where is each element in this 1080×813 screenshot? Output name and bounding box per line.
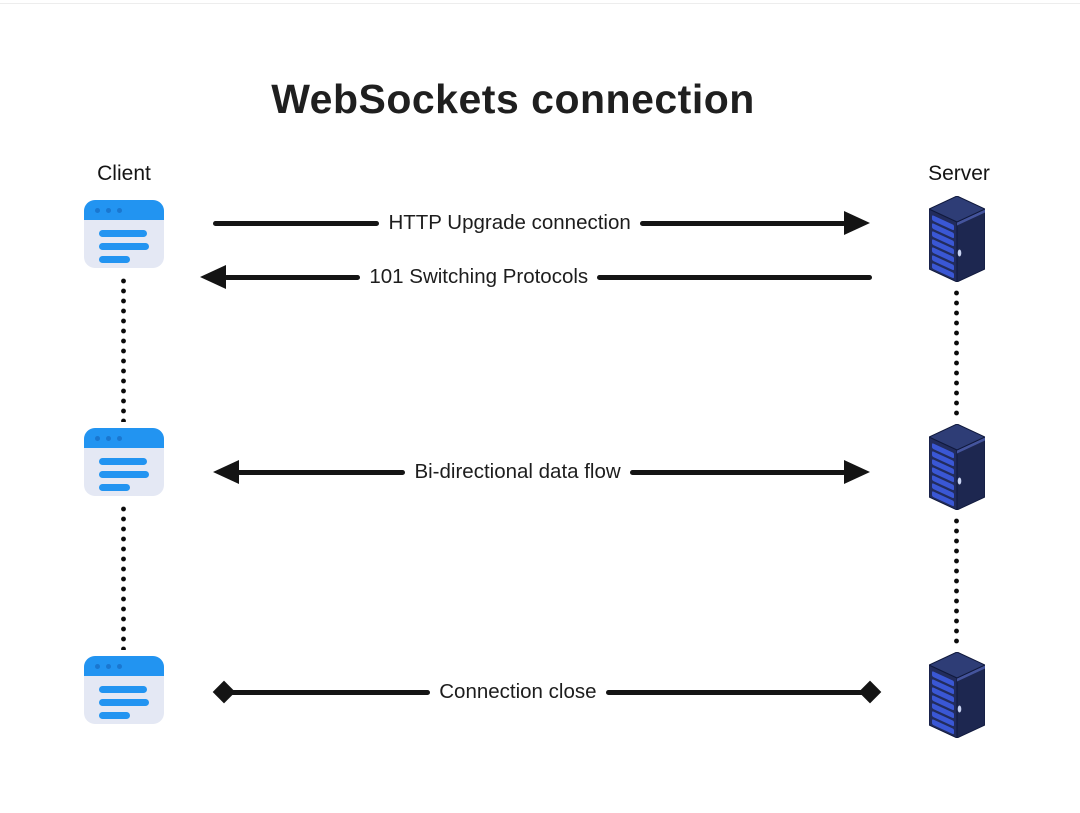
browser-titlebar — [84, 428, 164, 448]
client-lifeline-dotted-connector — [121, 276, 126, 422]
text-line-decoration — [99, 686, 147, 693]
arrowhead-left-icon — [213, 460, 239, 484]
arrowhead-right-icon — [844, 460, 870, 484]
arrow-line — [213, 220, 380, 226]
browser-titlebar — [84, 656, 164, 676]
diamond-endpoint-icon — [858, 680, 882, 704]
server-lifeline-dotted-connector — [954, 288, 959, 420]
message-bidirectional-arrow: Bi-directional data flow — [213, 450, 870, 494]
message-connection-close-arrow: Connection close — [212, 670, 882, 714]
arrow-line — [605, 689, 867, 695]
arrow-line — [639, 220, 846, 226]
server-rack-icon — [929, 196, 985, 282]
message-http-upgrade-arrow: HTTP Upgrade connection — [213, 201, 870, 245]
arrow-line — [629, 469, 846, 475]
text-line-decoration — [99, 471, 149, 478]
browser-titlebar — [84, 200, 164, 220]
text-line-decoration — [99, 712, 130, 719]
text-line-decoration — [99, 699, 149, 706]
diamond-endpoint-icon — [212, 680, 236, 704]
message-label: Bi-directional data flow — [414, 459, 621, 483]
text-line-decoration — [99, 458, 147, 465]
message-label: 101 Switching Protocols — [369, 264, 589, 288]
text-line-decoration — [99, 230, 147, 237]
server-rack-icon — [929, 424, 985, 510]
top-divider — [0, 3, 1080, 4]
window-dot-icon — [95, 207, 100, 213]
server-lane-label: Server — [928, 162, 990, 185]
window-dot-icon — [117, 207, 122, 213]
window-dot-icon — [106, 663, 111, 669]
window-dot-icon — [95, 435, 100, 441]
client-lifeline-dotted-connector — [121, 504, 126, 650]
server-lifeline-dotted-connector — [954, 516, 959, 648]
browser-window-icon — [84, 656, 164, 724]
window-dot-icon — [117, 663, 122, 669]
message-label: HTTP Upgrade connection — [388, 210, 631, 234]
window-dot-icon — [117, 435, 122, 441]
message-101-switching-arrow: 101 Switching Protocols — [200, 255, 872, 299]
arrow-line — [224, 274, 361, 280]
browser-window-icon — [84, 428, 164, 496]
text-line-decoration — [99, 484, 130, 491]
window-dot-icon — [95, 663, 100, 669]
message-label: Connection close — [439, 679, 597, 703]
arrow-line — [597, 274, 872, 280]
arrowhead-left-icon — [200, 265, 226, 289]
text-line-decoration — [99, 243, 149, 250]
arrow-line — [237, 469, 406, 475]
server-rack-icon — [929, 652, 985, 738]
diagram-title: WebSockets connection — [271, 76, 755, 122]
window-dot-icon — [106, 435, 111, 441]
text-line-decoration — [99, 256, 130, 263]
browser-window-icon — [84, 200, 164, 268]
client-lane-label: Client — [97, 162, 151, 185]
arrowhead-right-icon — [844, 211, 870, 235]
arrow-line — [227, 689, 431, 695]
window-dot-icon — [106, 207, 111, 213]
